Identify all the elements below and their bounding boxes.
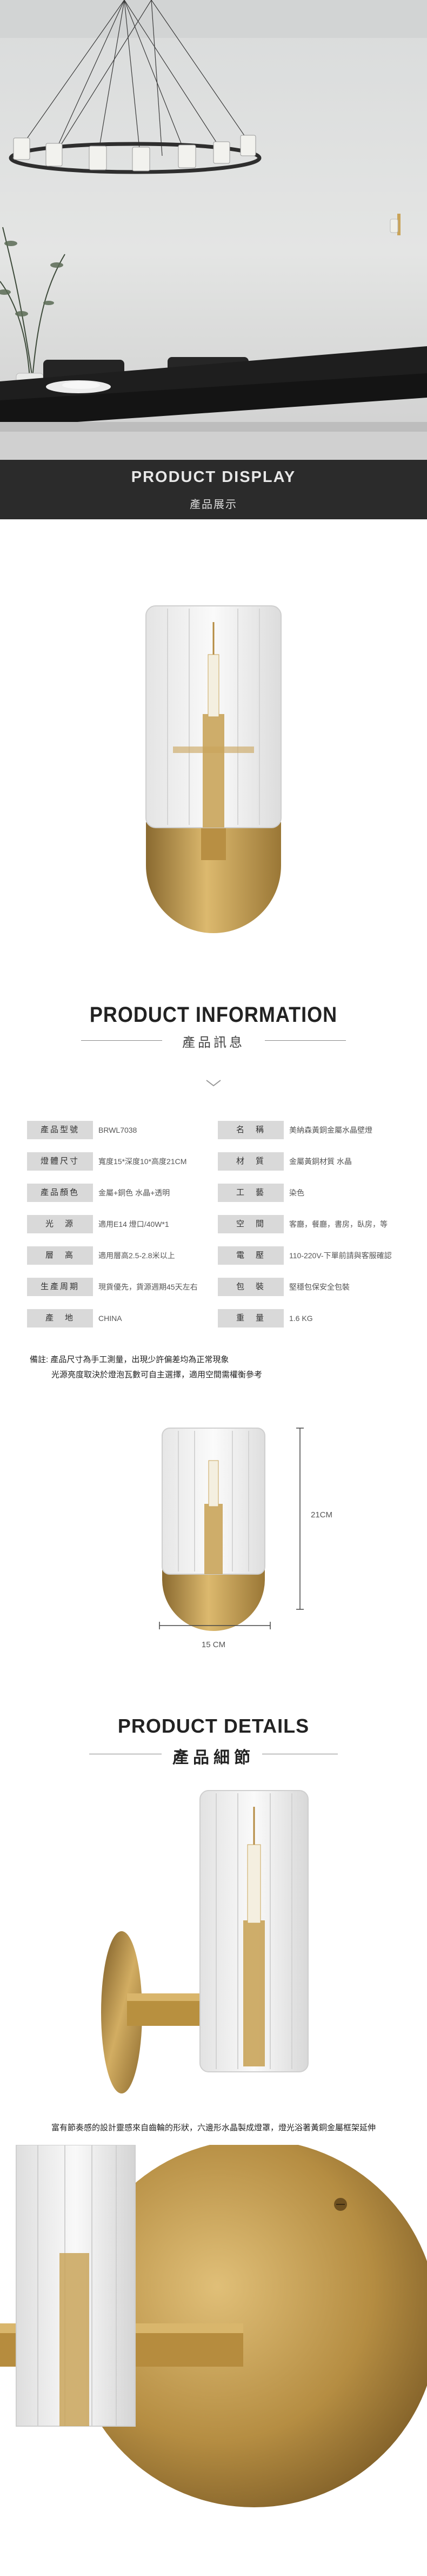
spec-value: 寬度15*深度10*高度21CM: [98, 1157, 187, 1166]
product-photo-closeup: [0, 2139, 427, 2576]
spec-label: 材 質: [218, 1152, 284, 1171]
spec-row: 燈體尺寸 寬度15*深度10*高度21CM 材 質 金屬黃銅材質 水晶: [27, 1152, 405, 1171]
spec-table: 產品型號 BRWL7038 名 稱 美納森黃銅金屬水晶壁燈 燈體尺寸 寬度15*…: [27, 1121, 405, 1340]
dimension-diagram: 21CM 15 CM: [0, 1417, 427, 1666]
spec-row: 產品型號 BRWL7038 名 稱 美納森黃銅金屬水晶壁燈: [27, 1121, 405, 1139]
spec-label: 光 源: [27, 1215, 93, 1233]
spec-label: 產品顏色: [27, 1184, 93, 1202]
info-title-zh: 產品訊息: [174, 1035, 253, 1050]
spec-label: 電 壓: [218, 1246, 284, 1265]
details-title-zh-row: 產品細節: [0, 1744, 427, 1767]
spec-label: 工 藝: [218, 1184, 284, 1202]
spec-label: 產 地: [27, 1309, 93, 1327]
details-title-en: PRODUCT DETAILS: [117, 1715, 310, 1737]
backplate-closeup-image: [0, 2139, 427, 2507]
section-title-zh: 產品展示: [190, 499, 237, 511]
spec-value: 適用層高2.5-2.8米以上: [98, 1251, 175, 1260]
product-details-header: PRODUCT DETAILS 產品細節: [0, 1715, 427, 1767]
divider-line-left: [81, 1040, 162, 1041]
spec-label: 空 間: [218, 1215, 284, 1233]
spec-value: 1.6 KG: [289, 1314, 313, 1323]
spec-label: 重 量: [218, 1309, 284, 1327]
divider-line-right: [265, 1040, 346, 1041]
note-line: 備註: 產品尺寸為手工測量，出現少許偏差均為正常現象: [30, 1355, 229, 1364]
spec-row: 生產周期 現貨優先，貨源週期45天左右 包 裝 堅穩包保安全包裝: [27, 1278, 405, 1296]
hero-photo: [0, 0, 427, 460]
spec-row: 產 地 CHINA 重 量 1.6 KG: [27, 1309, 405, 1327]
spec-row: 層 高 適用層高2.5-2.8米以上 電 壓 110-220V-下單前請與客服確…: [27, 1246, 405, 1265]
note-line: 光源亮度取決於燈泡瓦數可自主選擇，適用空間需權衡參考: [51, 1370, 263, 1379]
spec-value: 110-220V-下單前請與客服確認: [289, 1251, 392, 1260]
spec-value: 金屬+銅色 水晶+透明: [98, 1188, 170, 1197]
product-photo-front: [0, 519, 427, 952]
info-title-en: PRODUCT INFORMATION: [89, 1002, 338, 1027]
sconce-side-image: [101, 1790, 309, 2093]
spec-label: 包 裝: [218, 1278, 284, 1296]
wall-sconce-front-image: [145, 605, 282, 933]
width-dimension-label: 15 CM: [202, 1640, 225, 1649]
spec-value: 客廳，餐廳，書房，臥房，等: [289, 1220, 388, 1228]
spec-value: BRWL7038: [98, 1126, 137, 1134]
product-photo-side: [0, 1785, 427, 2110]
spec-row: 產品顏色 金屬+銅色 水晶+透明 工 藝 染色: [27, 1184, 405, 1202]
details-title-zh: 產品細節: [162, 1749, 265, 1767]
info-title-zh-row: 產品訊息: [0, 1032, 427, 1050]
spec-label: 產品型號: [27, 1121, 93, 1139]
spec-value: 堅穩包保安全包裝: [289, 1283, 350, 1291]
spec-label: 燈體尺寸: [27, 1152, 93, 1171]
product-display-banner: PRODUCT DISPLAY 產品展示: [0, 460, 427, 519]
product-information-header: PRODUCT INFORMATION 產品訊息: [0, 1002, 427, 1050]
chevron-down-icon: [206, 1080, 221, 1087]
spec-label: 生產周期: [27, 1278, 93, 1296]
spec-notes: 備註: 產品尺寸為手工測量，出現少許偏差均為正常現象 光源亮度取決於燈泡瓦數可自…: [30, 1352, 408, 1383]
dining-room-illustration: [0, 0, 427, 460]
spec-value: 現貨優先，貨源週期45天左右: [98, 1283, 198, 1291]
spec-value: 適用E14 燈口/40W*1: [98, 1220, 169, 1228]
spec-value: 美納森黃銅金屬水晶壁燈: [289, 1126, 372, 1134]
spec-label: 層 高: [27, 1246, 93, 1265]
spec-value: 金屬黃銅材質 水晶: [289, 1157, 352, 1166]
spec-value: 染色: [289, 1188, 304, 1197]
spec-value: CHINA: [98, 1314, 122, 1323]
section-title-en: PRODUCT DISPLAY: [131, 468, 296, 486]
detail-caption: 富有節奏感的設計靈感來自齒輪的形狀，六邊形水晶製成燈罩，燈光浴著黃銅金屬框架延伸: [51, 2123, 376, 2132]
sconce-dimension-image: 21CM 15 CM: [159, 1428, 332, 1649]
spec-label: 名 稱: [218, 1121, 284, 1139]
spec-row: 光 源 適用E14 燈口/40W*1 空 間 客廳，餐廳，書房，臥房，等: [27, 1215, 405, 1233]
height-dimension-label: 21CM: [311, 1510, 332, 1520]
